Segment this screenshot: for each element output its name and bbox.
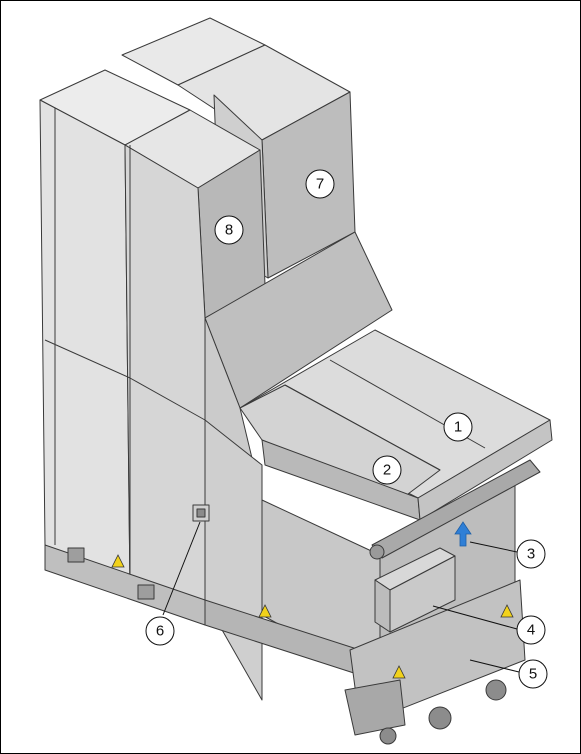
foot	[68, 548, 84, 562]
left-cabinet-side-upper	[40, 100, 130, 590]
roller-end	[370, 545, 384, 559]
callout-label: 8	[225, 222, 233, 239]
callout-label: 2	[383, 462, 391, 479]
callout-4: 4	[517, 616, 545, 644]
callout-7: 7	[306, 170, 334, 198]
wheel	[380, 728, 396, 744]
callout-8: 8	[215, 216, 243, 244]
callout-label: 7	[316, 176, 324, 193]
callout-label: 5	[529, 666, 537, 683]
foot	[138, 585, 154, 599]
callout-6: 6	[146, 617, 174, 645]
wheel	[486, 680, 506, 700]
callout-label: 4	[527, 622, 535, 639]
callout-2: 2	[373, 456, 401, 484]
callout-1: 1	[444, 413, 472, 441]
callout-label: 3	[527, 546, 535, 563]
callout-label: 1	[454, 419, 462, 436]
callout-3: 3	[517, 540, 545, 568]
callout-5: 5	[519, 660, 547, 688]
wheel	[429, 707, 451, 729]
trolley-front	[345, 680, 405, 735]
left-cabinet-middle-column	[125, 145, 205, 600]
switch-knob	[197, 509, 205, 517]
callout-label: 6	[156, 623, 164, 640]
